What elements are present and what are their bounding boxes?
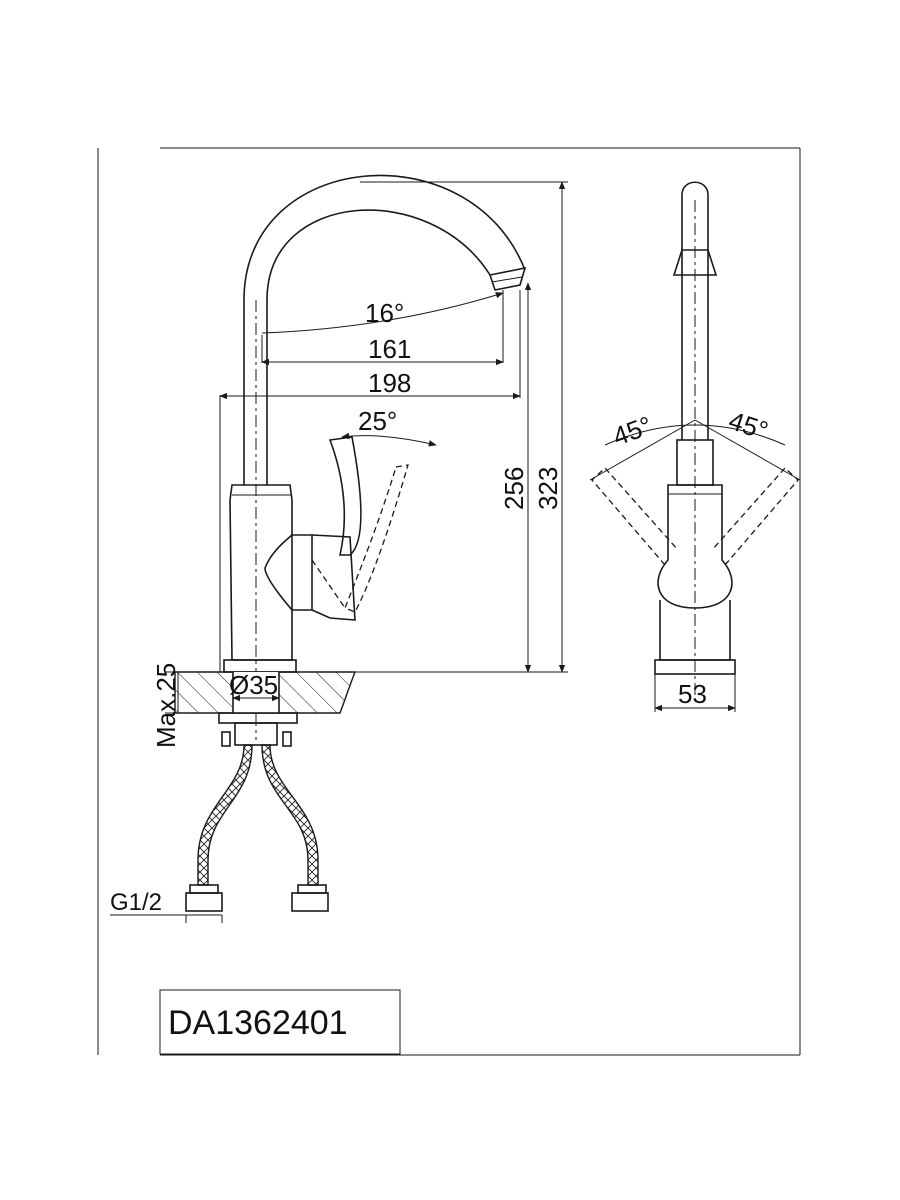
faucet-front-view xyxy=(223,174,527,740)
mounting-hardware xyxy=(218,712,298,747)
flex-hoses xyxy=(185,744,329,912)
model-code: DA1362401 xyxy=(168,1004,348,1042)
countertop-section xyxy=(174,671,357,714)
reach-outer-label: 198 xyxy=(368,368,411,398)
side-dimensions xyxy=(589,419,801,712)
drawing-frame xyxy=(97,147,801,1056)
hole-diameter-label: Ø35 xyxy=(229,670,278,700)
max-deck-label: Max.25 xyxy=(151,663,181,748)
base-width-label: 53 xyxy=(678,679,707,709)
handle-angle-label: 25° xyxy=(358,406,397,436)
swivel-right-label: 45° xyxy=(725,405,772,446)
model-code-box xyxy=(159,989,401,1055)
reach-inner-label: 161 xyxy=(368,334,411,364)
total-height-label: 323 xyxy=(533,467,563,510)
thread-label: G1/2 xyxy=(110,889,162,916)
spout-angle-label: 16° xyxy=(365,298,404,328)
swivel-left-label: 45° xyxy=(609,410,656,452)
spout-height-label: 256 xyxy=(499,467,529,510)
front-dimensions xyxy=(110,181,568,923)
faucet-side-view xyxy=(591,181,799,700)
